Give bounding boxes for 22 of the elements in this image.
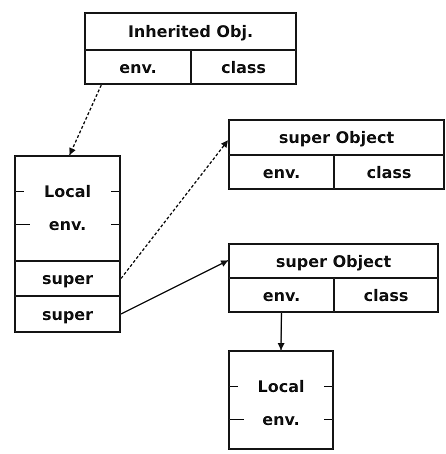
object-box bbox=[14, 155, 121, 333]
arrow bbox=[120, 260, 228, 315]
field-label: env. bbox=[262, 284, 302, 306]
field-label: env. bbox=[118, 56, 158, 78]
object-title: super Object bbox=[278, 127, 396, 149]
arrow bbox=[120, 140, 229, 279]
object-box bbox=[228, 119, 445, 190]
environment-box bbox=[228, 350, 334, 450]
field-label: class bbox=[366, 162, 412, 184]
field-label: class bbox=[362, 284, 410, 306]
arrow bbox=[278, 313, 285, 350]
object-box bbox=[84, 12, 297, 85]
object-title: Inherited Obj. bbox=[126, 21, 254, 43]
field-label: super bbox=[40, 268, 94, 290]
field-label: super bbox=[40, 304, 94, 326]
arrow bbox=[69, 84, 102, 156]
object-box bbox=[228, 243, 439, 313]
environment-label: Local env. bbox=[43, 181, 92, 236]
field-label: env. bbox=[262, 162, 302, 184]
object-title: super Object bbox=[274, 250, 392, 272]
environment-label: Local env. bbox=[256, 376, 306, 431]
field-label: class bbox=[220, 56, 267, 78]
